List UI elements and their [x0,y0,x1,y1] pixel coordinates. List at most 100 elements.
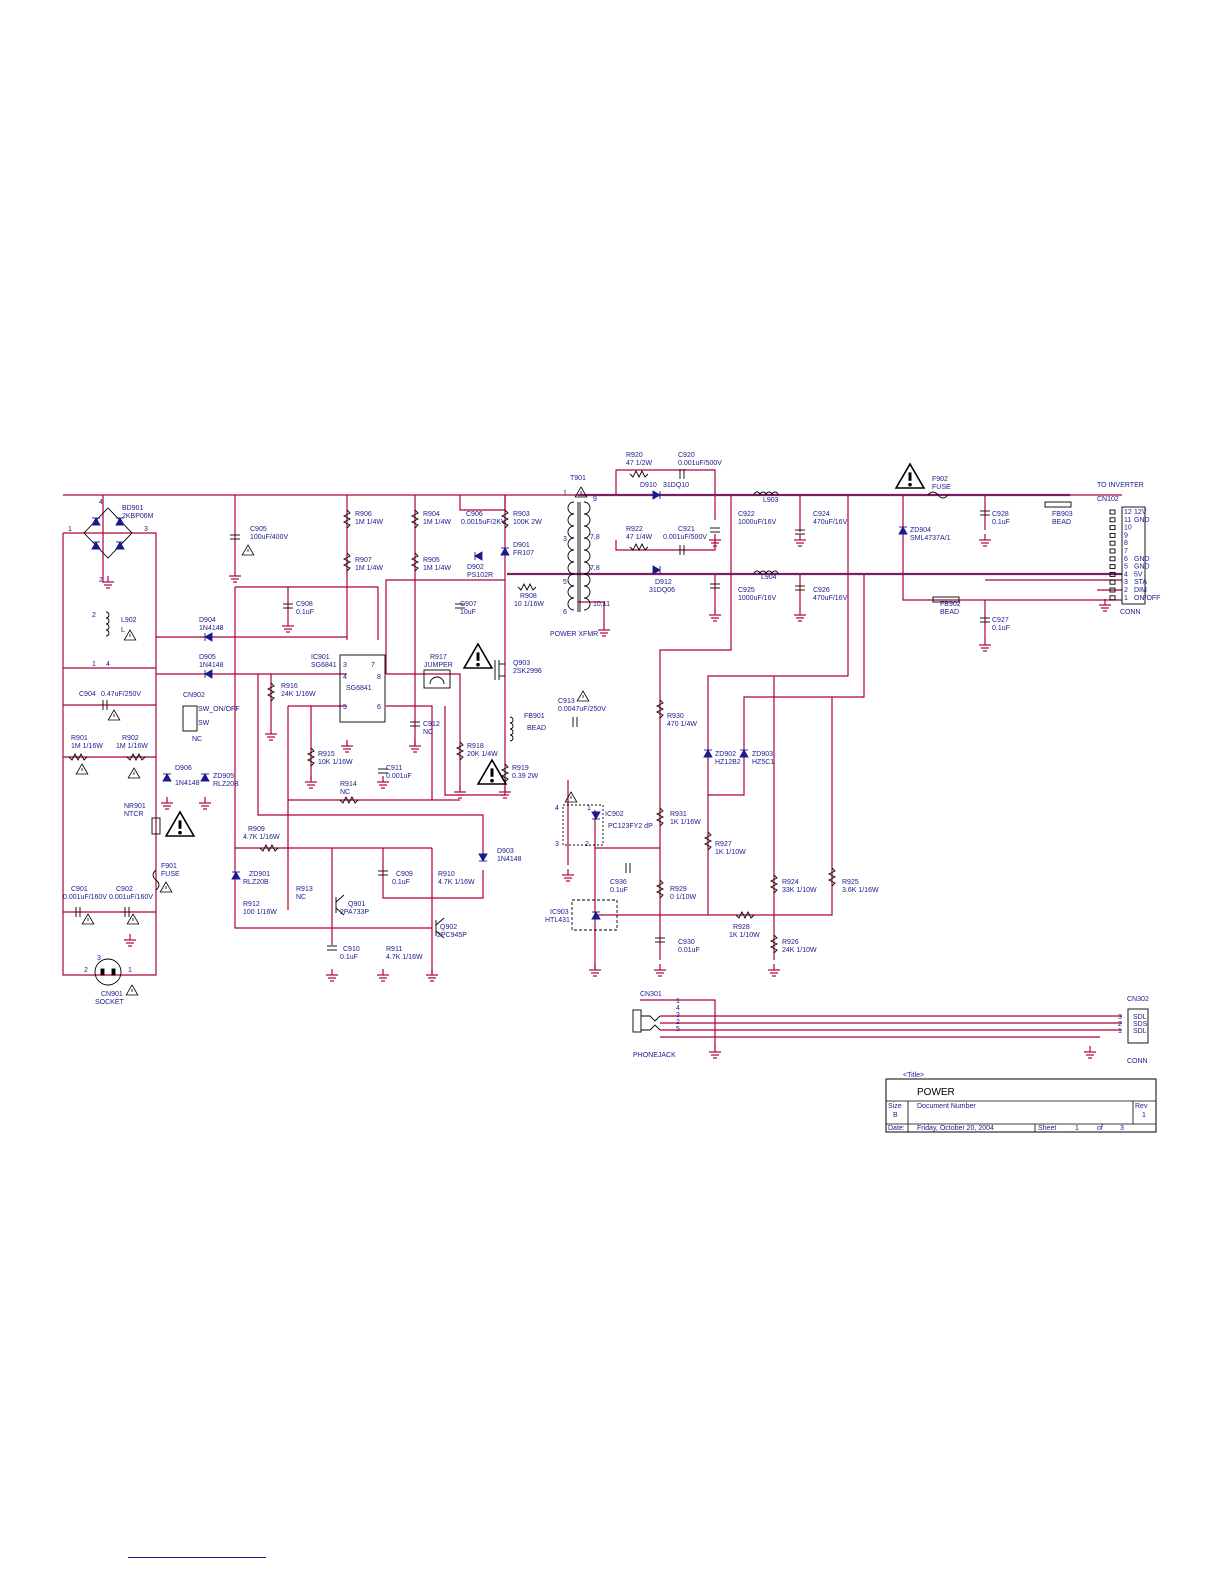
l902-pin-number: 1 [92,661,96,668]
cn102-pin-signal: DIM [1134,587,1147,594]
label-c936: C936 [610,879,627,886]
label-r925: R925 [842,879,859,886]
label-conn: CONN [1120,609,1141,616]
ground-symbol [709,534,721,547]
connector-cn102-body [1121,506,1146,605]
ground-symbol [794,609,806,622]
cn301-pin-number: 3 [676,1012,680,1019]
label-r905-val: 1M 1/4W [423,565,451,572]
label-r930-val: 470 1/4W [667,721,697,728]
label-r917-val: JUMPER [424,662,453,669]
ground-symbol [709,1046,721,1059]
label-d910-val: 31DQ10 [663,482,689,489]
wire [235,586,379,640]
label-c925: C925 [738,587,755,594]
ground-symbol [794,534,806,547]
socket-pin-number: 1 [128,967,132,974]
wire [459,495,506,511]
ic901-body [339,654,386,723]
label-r903-val: 100K 2W [513,519,542,526]
label-f902-val: FUSE [932,484,951,491]
l902-pin-number: 2 [92,612,96,619]
socket-pin-number: 2 [84,967,88,974]
label-c909-val: 0.1uF [392,879,410,886]
capacitor [980,617,990,623]
label-c909: C909 [396,871,413,878]
wire [386,673,461,790]
label-d905-val: 1N4148 [199,662,224,669]
label-q901-val: 2PA733P [340,909,369,916]
label-cn901-val: SOCKET [95,999,125,1006]
label-t901: T901 [570,475,586,482]
label-cn902-nc: NC [192,736,202,743]
bridge-pin-number: 4 [99,499,103,506]
label-c924-val: 470uF/16V [813,519,848,526]
sheet-label: Sheet [1038,1125,1056,1132]
label-c927-val: 0.1uF [992,625,1010,632]
capacitor [124,907,130,917]
phonejack-contact [641,1024,661,1031]
label-r907: R907 [355,557,372,564]
label-c920-val: 0.001uF/500V [678,460,722,467]
cn102-pin-signal: 12V [1134,509,1147,516]
label-c907-val: 10uF [460,609,476,616]
inductor [105,611,110,637]
label-r931-val: 1K 1/16W [670,819,701,826]
label-r903: R903 [513,511,530,518]
label-c911: C911 [386,765,402,772]
label-ic902-p4: 4 [555,805,559,812]
label-phonejack: PHONEJACK [633,1052,676,1059]
ground-symbol [1084,1046,1096,1059]
warning-icon [576,690,590,702]
label-c905: C905 [250,526,267,533]
label-d906: D906 [175,765,192,772]
label-d905: D905 [199,654,216,661]
label-c925-val: 1000uF/16V [738,595,776,602]
cn302-pin-signal: SDL [1133,1014,1147,1021]
wire [62,532,157,976]
label-zd902-val: HZ12B2 [715,759,741,766]
warning-icon [125,984,139,996]
label-zd901-val: RLZ20B [243,879,269,886]
resistor [306,747,316,767]
ground-symbol [979,639,991,652]
wire [578,601,605,625]
cn302-pin-number: 1 [1118,1028,1122,1035]
label-r904-val: 1M 1/4W [423,519,451,526]
component-labels: BD901 2KBP06M C905 100uF/400V R906 1M 1/… [63,452,1149,1065]
cn302-pin-number: 3 [1118,1014,1122,1021]
label-c901: C901 [71,886,88,893]
cn102-pin-signal: STA [1134,579,1147,586]
label-r912-val: 100 1/16W [243,909,277,916]
wire [382,848,432,899]
capacitor [230,534,240,540]
label-f902: F902 [932,476,948,483]
diode [115,517,125,526]
label-d904: D904 [199,617,216,624]
label-zd903: ZD903 [752,751,773,758]
label-r920: R920 [626,452,643,459]
cn102-pin-number: 11 [1124,517,1131,524]
label-r901-val: 1M 1/16W [71,743,103,750]
label-r931: R931 [670,811,687,818]
connector-pin [1109,532,1116,538]
ground-symbol [768,964,780,977]
label-r913: R913 [296,886,313,893]
diode [204,632,213,642]
label-c928-val: 0.1uF [992,519,1010,526]
ground-symbol [499,786,511,799]
label-ic903: IC903 [550,909,569,916]
ground-symbol [562,869,574,882]
connector-pin [1109,595,1116,601]
resistor [655,879,665,899]
label-ic901-p5: 5 [343,704,347,711]
label-r906-val: 1M 1/4W [355,519,383,526]
pin-labels: 12111098765432112VGNDGNDGND5VSTADIMON/OF… [68,499,1160,1035]
label-l902-val: L [121,627,125,634]
label-r930: R930 [667,713,684,720]
label-d912: D912 [655,579,672,586]
resistor [455,741,465,761]
cn102-pin-number: 12 [1124,509,1132,516]
ground-symbol [426,969,438,982]
